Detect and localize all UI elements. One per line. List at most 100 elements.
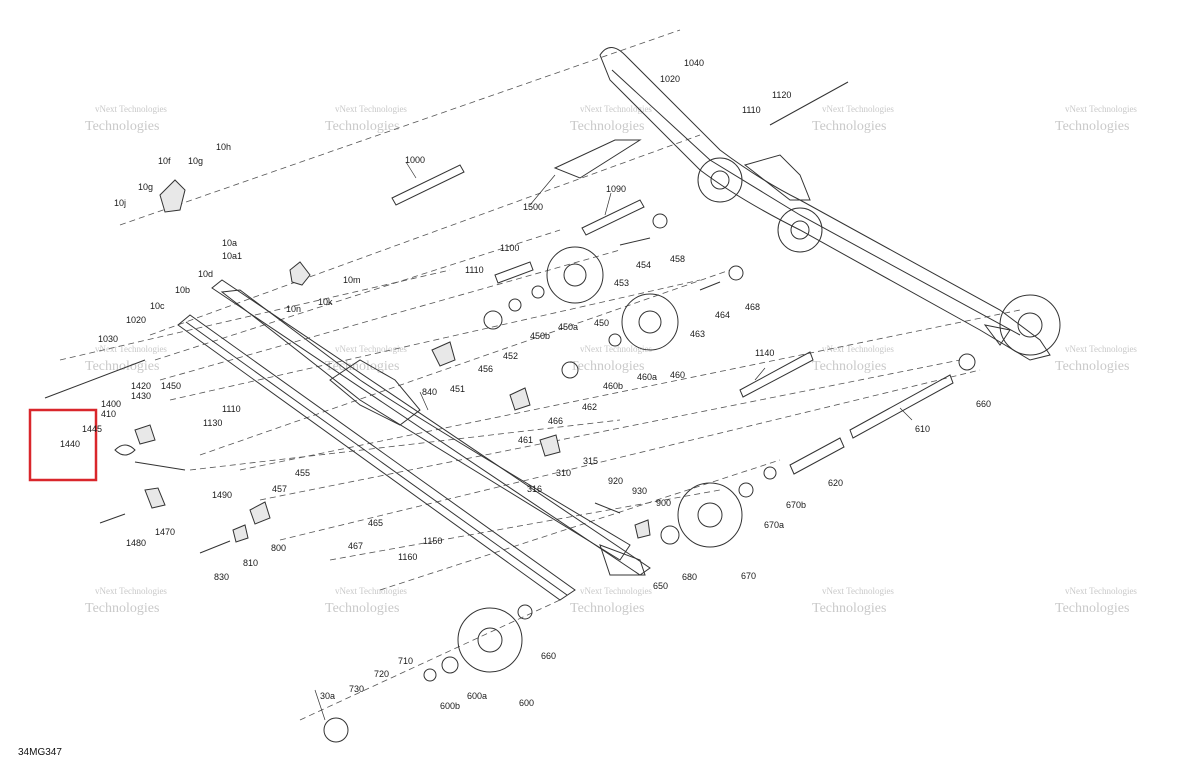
wheels bbox=[323, 157, 1061, 743]
callout-label: 458 bbox=[670, 254, 685, 264]
watermark-line2: Technologies bbox=[1055, 359, 1129, 374]
callout-label: 1150 bbox=[423, 536, 442, 546]
watermark-line1: vNext Technologies bbox=[580, 586, 652, 596]
callout-label: 10k bbox=[318, 297, 333, 307]
callout-label: 1110 bbox=[465, 265, 484, 275]
callout-label: 10f bbox=[158, 156, 171, 166]
callout-label: 1470 bbox=[155, 527, 175, 537]
callout-label: 1445 bbox=[82, 424, 102, 434]
callout-label: 410 bbox=[101, 409, 116, 419]
callout-label: 1040 bbox=[684, 58, 704, 68]
right-rail bbox=[599, 47, 1051, 361]
watermark-line1: vNext Technologies bbox=[822, 104, 894, 114]
callout-label: 463 bbox=[690, 329, 705, 339]
watermark-line1: vNext Technologies bbox=[822, 344, 894, 354]
callout-label: 450a bbox=[558, 322, 578, 332]
callout-label: 1430 bbox=[131, 391, 151, 401]
callout-label: 730 bbox=[349, 684, 364, 694]
callout-label: 10a1 bbox=[222, 251, 242, 261]
callout-label: 1400 bbox=[101, 399, 121, 409]
watermark-line1: vNext Technologies bbox=[335, 586, 407, 596]
callout-label: 1110 bbox=[742, 105, 761, 115]
callout-label: 1130 bbox=[203, 418, 222, 428]
callout-label: 454 bbox=[636, 260, 651, 270]
watermark-line1: vNext Technologies bbox=[95, 344, 167, 354]
watermark-line2: Technologies bbox=[325, 601, 399, 616]
callout-label: 1100 bbox=[500, 243, 519, 253]
callout-label: 1160 bbox=[398, 552, 417, 562]
callout-label: 1420 bbox=[131, 381, 151, 391]
watermark-line1: vNext Technologies bbox=[822, 586, 894, 596]
callout-label: 830 bbox=[214, 572, 229, 582]
callout-label: 466 bbox=[548, 416, 563, 426]
callout-label: 1450 bbox=[161, 381, 181, 391]
callout-label: 464 bbox=[715, 310, 730, 320]
callout-label: 810 bbox=[243, 558, 258, 568]
callout-label: 30a bbox=[320, 691, 335, 701]
watermark-line2: Technologies bbox=[85, 359, 159, 374]
watermark-line2: Technologies bbox=[812, 601, 886, 616]
callout-label: 465 bbox=[368, 518, 383, 528]
callout-label: 456 bbox=[478, 364, 493, 374]
callout-label: 900 bbox=[656, 498, 671, 508]
callout-label: 1500 bbox=[523, 202, 543, 212]
callout-label: 10d bbox=[198, 269, 213, 279]
callout-label: 10g bbox=[188, 156, 203, 166]
drawing-code: 34MG347 bbox=[18, 747, 62, 758]
watermark-line1: vNext Technologies bbox=[335, 104, 407, 114]
callout-label: 452 bbox=[503, 351, 518, 361]
callout-label: 720 bbox=[374, 669, 389, 679]
callout-label: 462 bbox=[582, 402, 597, 412]
callout-label: 1000 bbox=[405, 155, 425, 165]
watermark-line2: Technologies bbox=[1055, 601, 1129, 616]
callout-label: 460b bbox=[603, 381, 623, 391]
callout-label: 1110 bbox=[222, 404, 241, 414]
callout-label: 930 bbox=[632, 486, 647, 496]
watermark-line1: vNext Technologies bbox=[1065, 586, 1137, 596]
highlight-box bbox=[28, 408, 98, 482]
watermark-line2: Technologies bbox=[570, 601, 644, 616]
callout-label: 710 bbox=[398, 656, 413, 666]
callout-label: 660 bbox=[976, 399, 991, 409]
callout-label: 467 bbox=[348, 541, 363, 551]
watermark-line2: Technologies bbox=[812, 119, 886, 134]
callout-label: 10m bbox=[343, 275, 361, 285]
callout-label: 1480 bbox=[126, 538, 146, 548]
callout-label: 450 bbox=[594, 318, 609, 328]
callout-label: 1030 bbox=[98, 334, 118, 344]
callout-label: 660 bbox=[541, 651, 556, 661]
callout-label: 460a bbox=[637, 372, 657, 382]
callout-label: 650 bbox=[653, 581, 668, 591]
brackets bbox=[114, 139, 651, 543]
callout-label: 468 bbox=[745, 302, 760, 312]
watermark-line1: vNext Technologies bbox=[580, 344, 652, 354]
callout-label: 670b bbox=[786, 500, 806, 510]
watermark-line2: Technologies bbox=[325, 359, 399, 374]
watermark-line2: Technologies bbox=[570, 359, 644, 374]
callout-label: 1490 bbox=[212, 490, 232, 500]
watermark-line2: Technologies bbox=[812, 359, 886, 374]
callout-label: 315 bbox=[583, 456, 598, 466]
callout-label: 10h bbox=[216, 142, 231, 152]
callout-label: 1090 bbox=[606, 184, 626, 194]
watermark-line2: Technologies bbox=[85, 601, 159, 616]
callout-label: 461 bbox=[518, 435, 533, 445]
watermark-line1: vNext Technologies bbox=[95, 586, 167, 596]
callout-label: 600a bbox=[467, 691, 487, 701]
callout-label: 451 bbox=[450, 384, 465, 394]
callout-label: 460 bbox=[670, 370, 685, 380]
callout-label: 1020 bbox=[660, 74, 680, 84]
callout-label: 10a bbox=[222, 238, 237, 248]
callout-label: 800 bbox=[271, 543, 286, 553]
callout-label: 600 bbox=[519, 698, 534, 708]
callout-label: 670 bbox=[741, 571, 756, 581]
callout-label: 1140 bbox=[755, 348, 774, 358]
callout-label: 1120 bbox=[772, 90, 791, 100]
callout-label: 455 bbox=[295, 468, 310, 478]
assembly-lines bbox=[59, 29, 1021, 721]
callout-label: 450b bbox=[530, 331, 550, 341]
callout-label: 316 bbox=[527, 484, 542, 494]
